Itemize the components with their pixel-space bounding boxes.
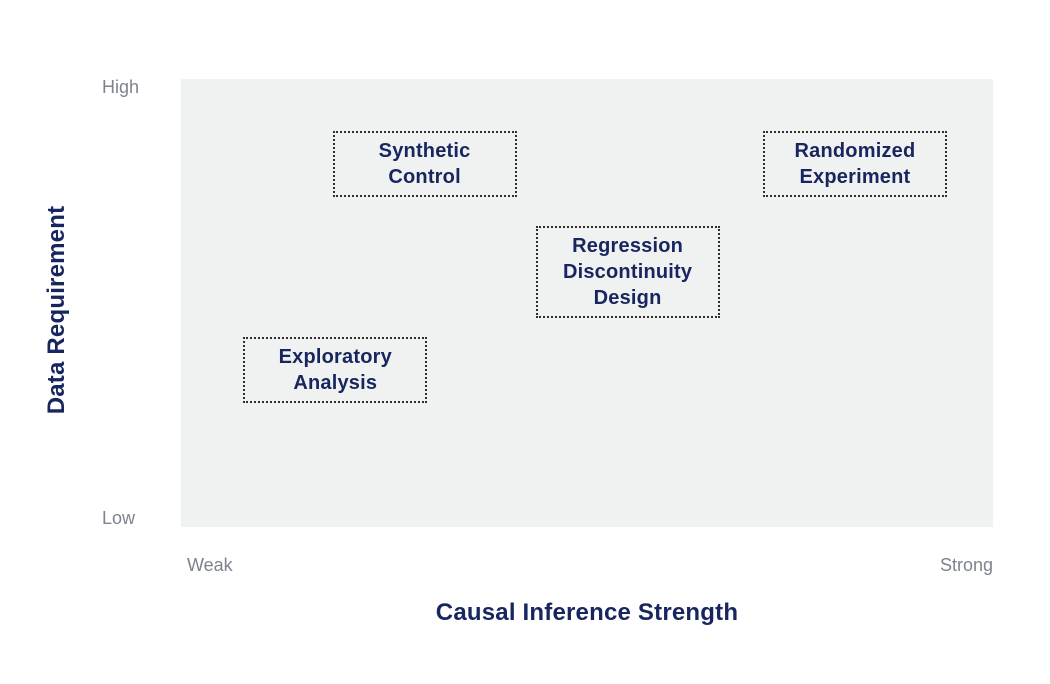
method-box: Exploratory Analysis — [243, 337, 428, 404]
x-axis-min-label: Weak — [187, 555, 233, 575]
method-box: Randomized Experiment — [762, 131, 947, 198]
method-label: Synthetic Control — [378, 140, 471, 189]
y-axis-title: Data Requirement — [43, 205, 70, 415]
y-axis-min-label: Low — [102, 508, 136, 528]
x-axis-title: Causal Inference Strength — [435, 599, 739, 626]
method-box: Regression Discontinuity Design — [535, 225, 720, 318]
method-label: Exploratory Analysis — [278, 346, 392, 395]
method-label: Randomized Experiment — [794, 140, 916, 189]
y-axis-max-label: High — [102, 77, 140, 97]
x-axis-max-label: Strong — [939, 555, 993, 575]
method-box: Synthetic Control — [332, 131, 517, 198]
method-label: Regression Discontinuity Design — [562, 234, 693, 309]
